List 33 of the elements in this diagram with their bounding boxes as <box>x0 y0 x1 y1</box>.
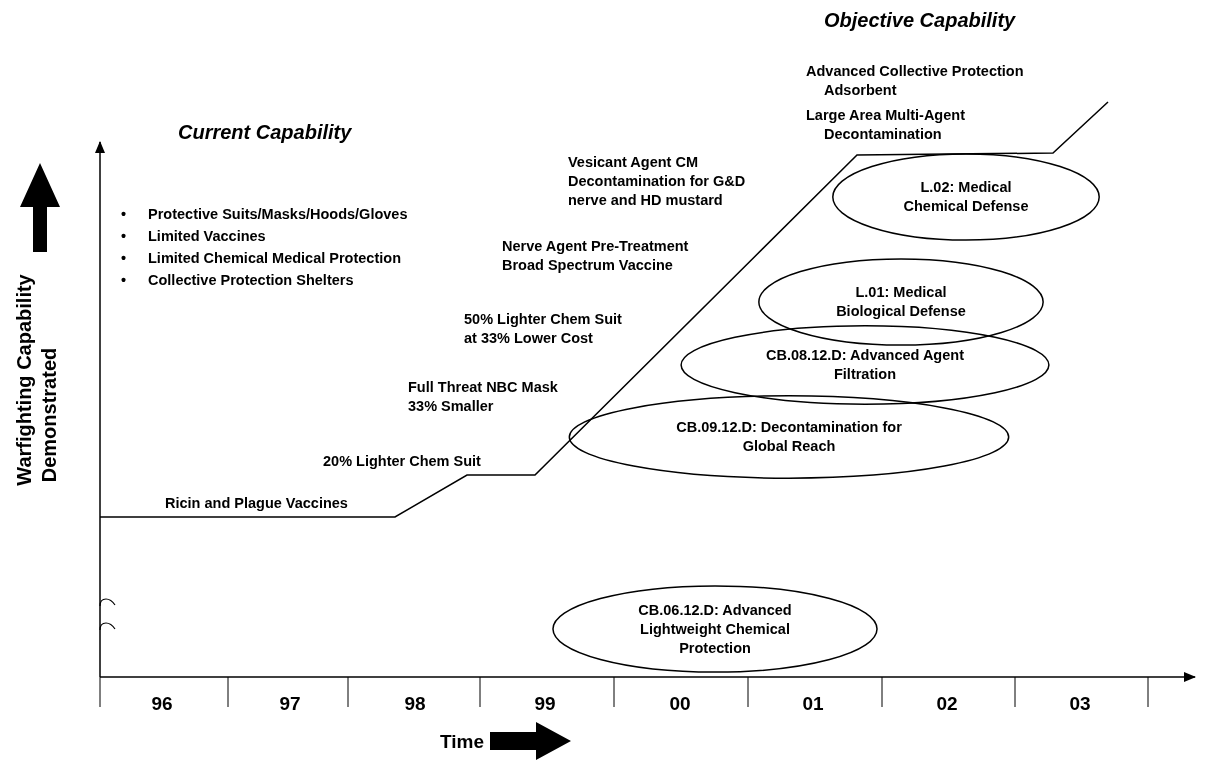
milestone-label: Advanced Collective Protection Adsorbent <box>806 62 1025 100</box>
milestone-label: Vesicant Agent CM Decontamination for G&D nerve and HD mustard <box>568 153 747 210</box>
milestone-label: Nerve Agent Pre-Treatment Broad Spectrum Vaccine <box>502 237 690 275</box>
bullet-marker: • <box>121 205 128 224</box>
axis-title: Time <box>440 730 484 754</box>
bullet-item: Collective Protection Shelters <box>148 271 355 290</box>
milestone-label: Full Threat NBC Mask 33% Smaller <box>408 378 559 416</box>
year-label: 01 <box>801 692 825 716</box>
milestone-label: Ricin and Plague Vaccines <box>165 494 349 513</box>
milestone-label: Large Area Multi-Agent Decontamination <box>806 106 966 144</box>
bullet-marker: • <box>121 271 128 290</box>
bullet-item: Protective Suits/Masks/Hoods/Gloves <box>148 205 409 224</box>
bullet-item: Limited Chemical Medical Protection <box>148 249 402 268</box>
year-label: 97 <box>278 692 302 716</box>
program-label: CB.06.12.D: Advanced Lightweight Chemical Protection <box>637 600 793 658</box>
year-label: 03 <box>1068 692 1092 716</box>
program-label: L.02: Medical Chemical Defense <box>902 178 1030 216</box>
section-heading: Objective Capability <box>824 8 1017 32</box>
year-label: 00 <box>668 692 692 716</box>
program-label: CB.08.12.D: Advanced Agent Filtration <box>765 346 965 384</box>
year-label: 98 <box>403 692 427 716</box>
milestone-label: 20% Lighter Chem Suit <box>323 452 482 471</box>
bullet-marker: • <box>121 249 128 268</box>
program-label: L.01: Medical Biological Defense <box>835 283 967 321</box>
year-label: 96 <box>150 692 174 716</box>
section-heading: Current Capability <box>178 120 353 144</box>
program-label: CB.09.12.D: Decontamination for Global Reach <box>675 418 903 456</box>
bullet-item: Limited Vaccines <box>148 227 267 246</box>
bullet-marker: • <box>121 227 128 246</box>
year-label: 02 <box>935 692 959 716</box>
axis-title: Warfighting Capability Demonstrated <box>12 273 61 488</box>
year-label: 99 <box>533 692 557 716</box>
milestone-label: 50% Lighter Chem Suit at 33% Lower Cost <box>464 310 623 348</box>
